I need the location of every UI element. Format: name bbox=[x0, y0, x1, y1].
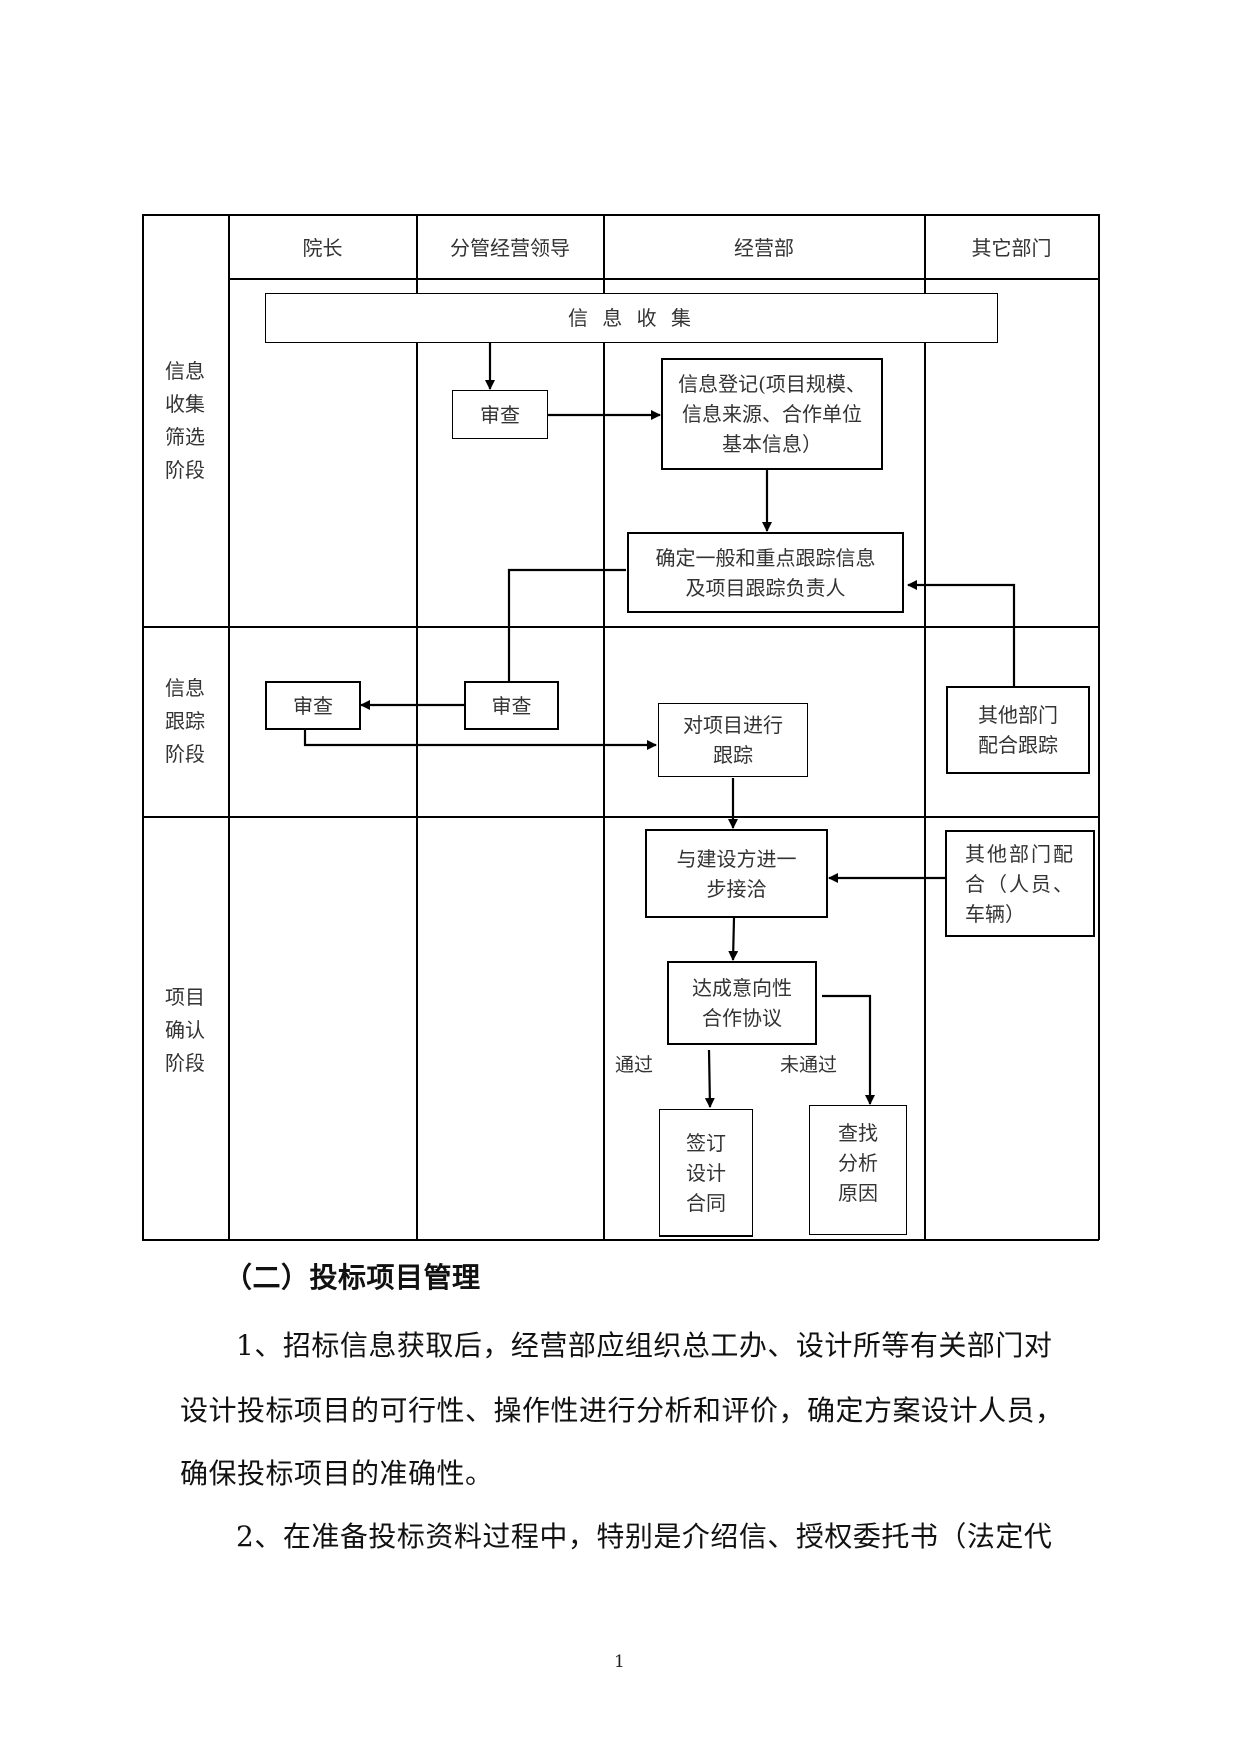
table-border-right bbox=[1098, 214, 1100, 1240]
node-determine-tracking: 确定一般和重点跟踪信息 及项目跟踪负责人 bbox=[627, 532, 904, 613]
node-track-project: 对项目进行 跟踪 bbox=[658, 703, 808, 777]
phase-label-confirmation: 项目 确认 阶段 bbox=[165, 985, 205, 1075]
node-sign-contract: 签订 设计 合同 bbox=[659, 1109, 753, 1237]
column-divider bbox=[603, 214, 605, 1240]
arrow-intent-to-cause bbox=[822, 994, 875, 1105]
paragraph-line: 1、招标信息获取后，经营部应组织总工办、设计所等有关部门对 bbox=[236, 1329, 1053, 1362]
node-info-registration: 信息登记(项目规模、 信息来源、合作单位 基本信息） bbox=[661, 358, 883, 470]
paragraph-line: 2、在准备投标资料过程中，特别是介绍信、授权委托书（法定代 bbox=[236, 1520, 1053, 1553]
node-negotiate: 与建设方进一 步接洽 bbox=[645, 829, 828, 918]
page-number: 1 bbox=[614, 1652, 625, 1672]
column-divider bbox=[416, 214, 418, 1240]
phase-label-tracking: 信息 跟踪 阶段 bbox=[165, 676, 205, 766]
arrow-president-to-track bbox=[303, 730, 657, 750]
node-review-leader-2: 审查 bbox=[464, 681, 559, 730]
column-header-president: 院长 bbox=[302, 235, 343, 260]
header-row-divider bbox=[228, 278, 1099, 280]
node-find-cause: 查找 分析 原因 bbox=[809, 1105, 907, 1235]
arrow-otherdept-to-determine bbox=[907, 580, 1016, 686]
column-divider bbox=[924, 214, 926, 1240]
table-border-bottom bbox=[142, 1239, 1099, 1241]
column-header-business-leader: 分管经营领导 bbox=[450, 235, 570, 260]
node-review-leader: 审查 bbox=[452, 390, 548, 439]
node-other-dept-support: 其他部门配 合（人员、 车辆） bbox=[945, 830, 1095, 937]
column-header-other-dept: 其它部门 bbox=[971, 235, 1052, 260]
column-divider bbox=[228, 214, 230, 1240]
node-info-collection: 信 息 收 集 bbox=[265, 293, 998, 343]
phase-label-collection: 信息 收集 筛选 阶段 bbox=[165, 359, 205, 482]
node-other-dept-tracking: 其他部门 配合跟踪 bbox=[946, 686, 1090, 774]
edge-label-fail: 未通过 bbox=[780, 1054, 838, 1076]
node-review-president: 审查 bbox=[265, 681, 361, 730]
phase-row-divider bbox=[142, 816, 1099, 818]
table-border-left bbox=[142, 214, 144, 1240]
arrow-negotiate-to-intent bbox=[728, 917, 739, 961]
edge-label-pass: 通过 bbox=[615, 1054, 654, 1076]
arrow-intent-to-sign bbox=[704, 1049, 715, 1108]
column-header-business-dept: 经营部 bbox=[734, 235, 794, 260]
node-intent-agreement: 达成意向性 合作协议 bbox=[667, 961, 817, 1045]
phase-row-divider bbox=[142, 626, 1099, 628]
table-border-top bbox=[142, 214, 1099, 216]
line-determine-to-review2 bbox=[507, 568, 626, 681]
section-heading: （二）投标项目管理 bbox=[224, 1261, 481, 1294]
paragraph-line: 确保投标项目的准确性。 bbox=[180, 1457, 494, 1490]
paragraph-line: 设计投标项目的可行性、操作性进行分析和评价，确定方案设计人员， bbox=[180, 1394, 1064, 1427]
